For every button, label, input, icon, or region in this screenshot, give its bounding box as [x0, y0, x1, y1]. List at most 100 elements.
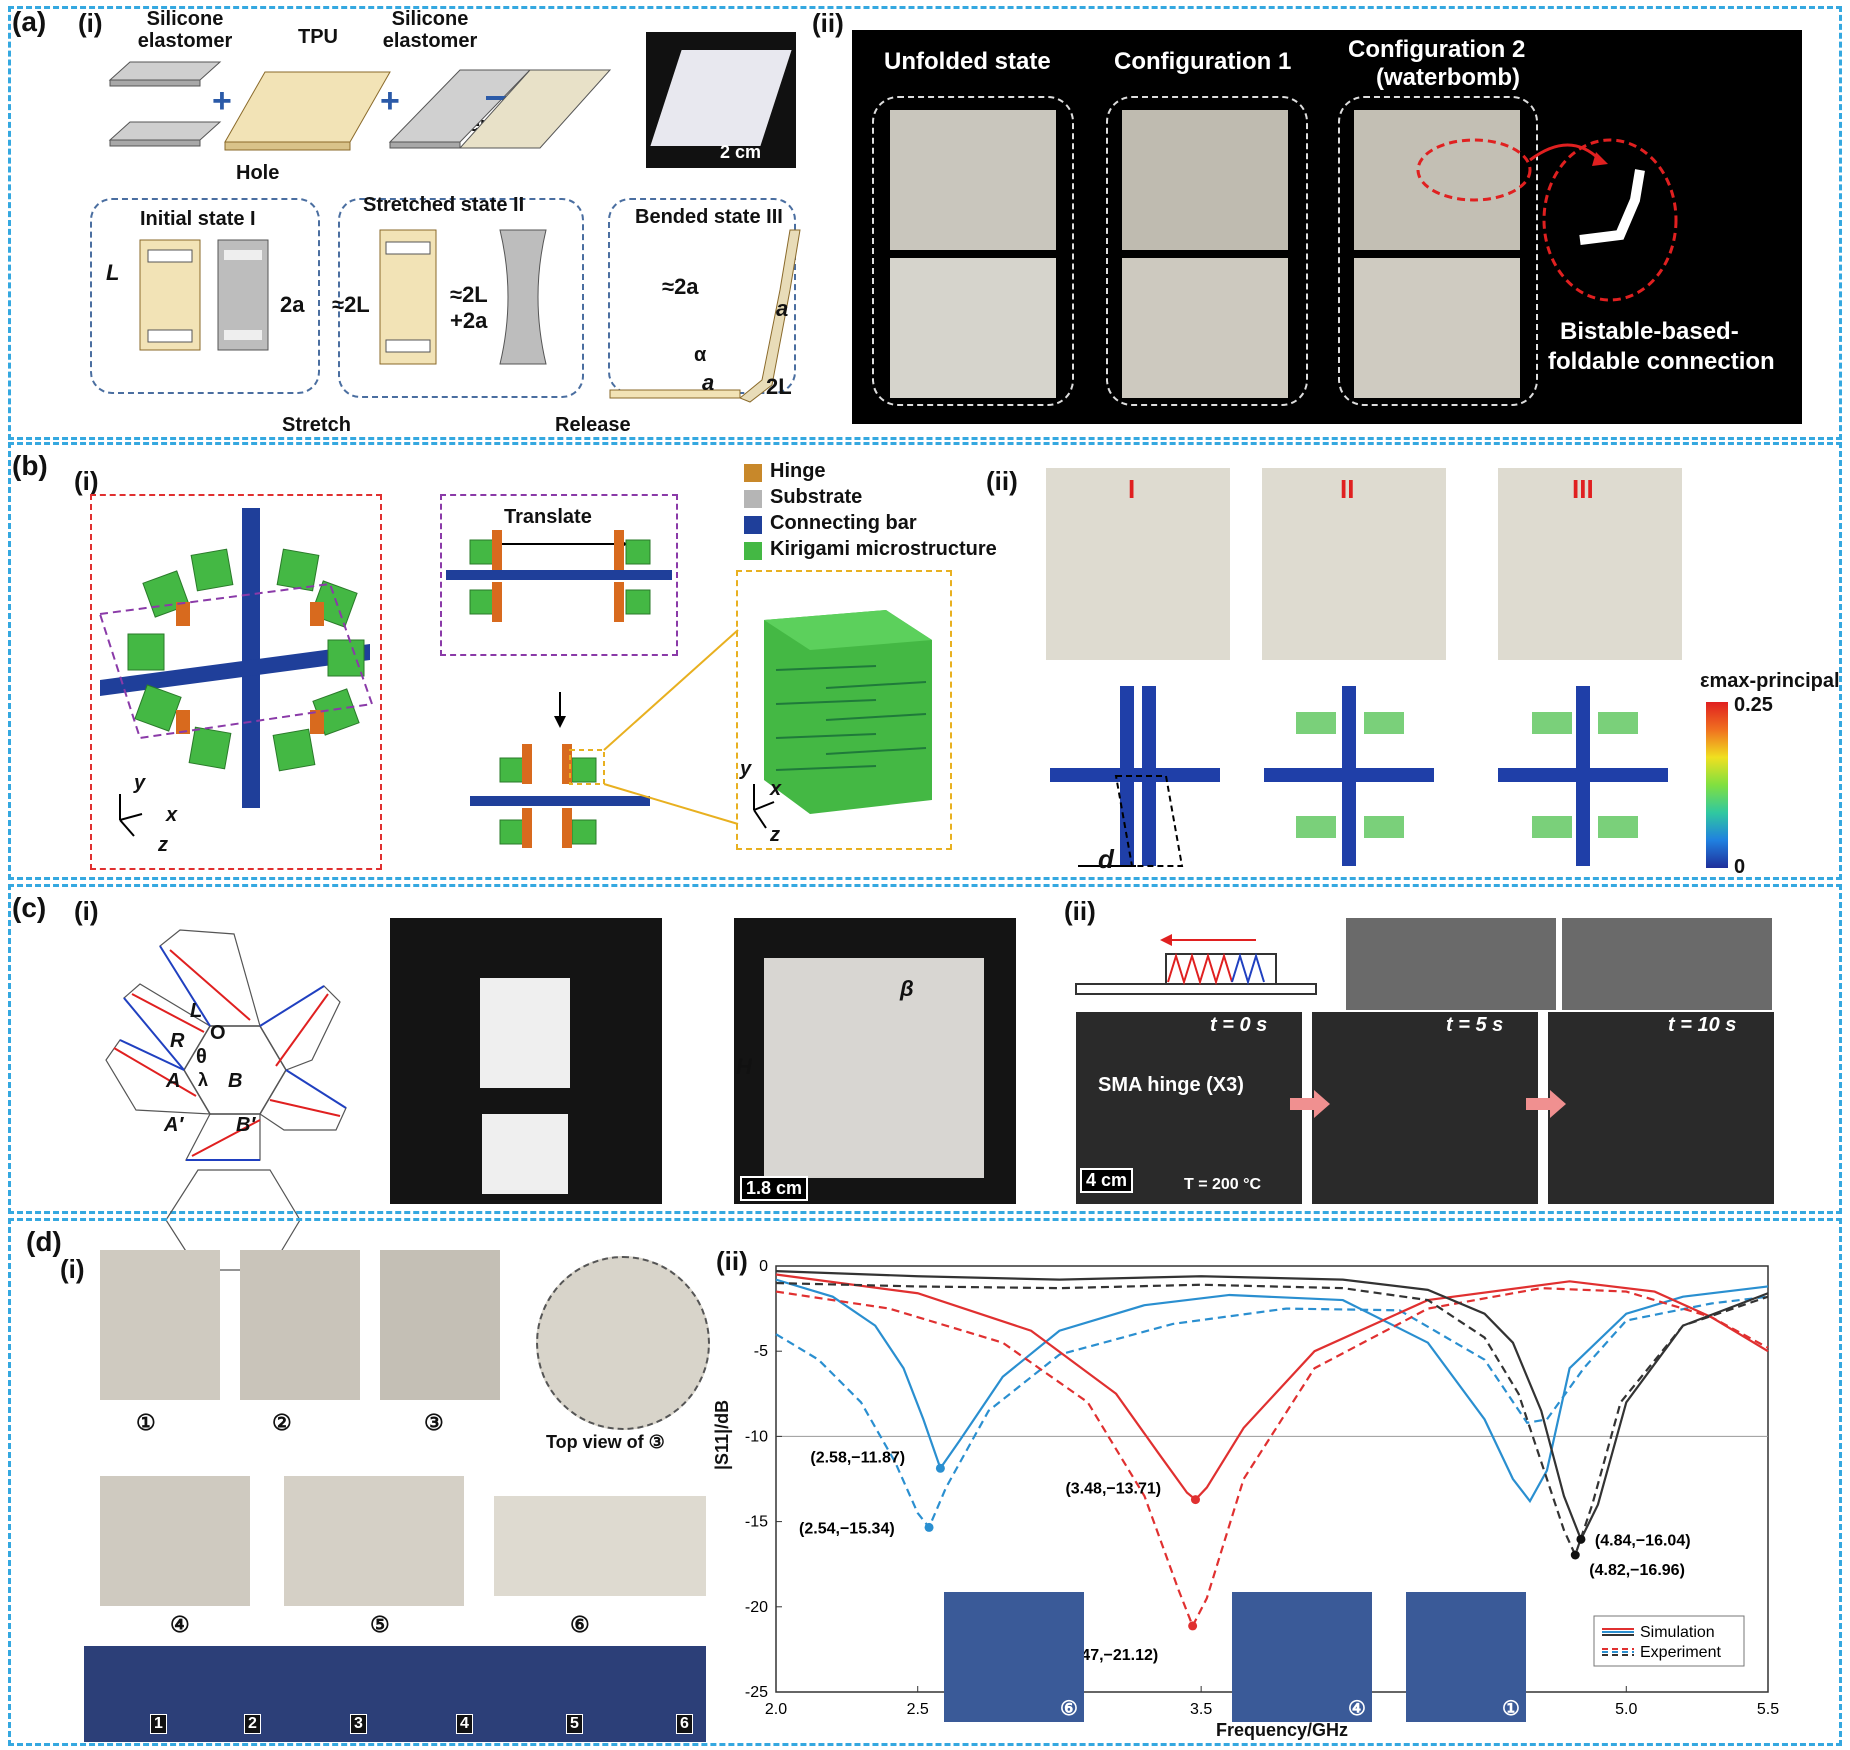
scale-1-8cm: 1.8 cm: [740, 1176, 809, 1201]
initial-state-label: Initial state I: [140, 208, 256, 230]
paper-folded-photo: 1.8 cm: [734, 918, 1016, 1204]
release-label: Release: [555, 414, 631, 436]
panel-b: [8, 442, 1842, 880]
kirigami-photo-1: [1046, 468, 1230, 660]
data-point-label: (2.58,−11.87): [810, 1449, 905, 1466]
bistable-label-1: Bistable-based-: [1560, 318, 1739, 345]
unfolded-group: [872, 96, 1074, 406]
y-tick-label: -15: [745, 1514, 768, 1531]
assembly-diagram: + +: [108, 61, 612, 151]
panel-c-label: (c): [12, 892, 47, 923]
sym-lambda: λ: [198, 1070, 209, 1090]
axis-y-label-2: y: [740, 758, 752, 780]
stretch-label: Stretch: [282, 414, 351, 436]
bistable-label-2: foldable connection: [1548, 348, 1775, 375]
panel-d-ii-label: (ii): [716, 1246, 748, 1276]
y-tick-label: -10: [745, 1428, 768, 1445]
series-line-3: [775, 1287, 1769, 1629]
state-I-label: I: [1128, 474, 1136, 504]
panel-d-label: (d): [26, 1226, 62, 1257]
svg-text:+: +: [380, 82, 400, 120]
strip-number-6: 6: [676, 1714, 693, 1734]
kirigami-block: [753, 610, 932, 829]
series-line-5: [775, 1281, 1769, 1558]
sym-a-horizontal: a: [702, 370, 715, 395]
sym-approx2L2a: ≈2L +2a: [450, 282, 488, 333]
sym-A-prime: A′: [164, 1114, 184, 1136]
data-point-label: (4.84,−16.04): [1595, 1532, 1691, 1549]
unfolded-title: Unfolded state: [884, 48, 1051, 75]
sym-a-vertical: a: [776, 296, 789, 321]
panel-a-i-label: (i): [78, 8, 103, 38]
x-tick-label: 5.0: [1615, 1701, 1637, 1718]
sym-H: H: [736, 1054, 752, 1079]
sma-frame-5s: [1312, 1012, 1538, 1204]
paper-flat-base: [482, 1114, 568, 1194]
panel-b-i-label: (i): [74, 466, 99, 496]
states-diagram: [139, 229, 801, 403]
panel-a-label: (a): [12, 6, 47, 37]
silicone-label-1: Silicone elastomer: [137, 8, 233, 52]
stretched-state-label: Stretched state II: [363, 194, 525, 216]
tpu-label: TPU: [298, 26, 338, 48]
strip-number-1: 1: [150, 1714, 167, 1734]
sample-photo: 2 cm: [646, 32, 796, 168]
config2-title-2: (waterbomb): [1376, 64, 1520, 91]
stage-marker-2: ②: [272, 1410, 292, 1435]
origami-top-view: [536, 1256, 710, 1430]
data-point-marker: [1570, 1550, 1580, 1560]
kirigami-zoom-box: [736, 570, 952, 850]
y-tick-label: 0: [759, 1258, 768, 1275]
silicone-label-2: Silicone elastomer: [382, 8, 478, 52]
inset-marker-1: ①: [1502, 1698, 1520, 1720]
strip-number-4: 4: [456, 1714, 473, 1734]
legend-label: Experiment: [1640, 1644, 1721, 1661]
time-0s: t = 0 s: [1210, 1014, 1268, 1036]
legend-swatch-kirigami: [744, 542, 762, 560]
origami-stage-3: [380, 1250, 500, 1400]
paper-flat-photo: [390, 918, 662, 1204]
panel-a: [8, 6, 1842, 440]
paper-flat-sheet: [480, 978, 570, 1088]
kirigami-photo-3: [1498, 468, 1682, 660]
sym-L: L: [106, 260, 120, 285]
axis-z-label-1: z: [158, 834, 168, 856]
sym-approx2a: ≈2a: [662, 274, 699, 299]
sym-2L-bended: 2L: [766, 374, 792, 399]
panel-c-i-label: (i): [74, 896, 99, 926]
data-point-marker: [1576, 1534, 1586, 1544]
legend-swatch-connecting-bar: [744, 516, 762, 534]
series-line-0: [775, 1278, 1769, 1504]
progress-arrows: [1290, 1090, 1566, 1118]
fem-strain-maps: [1050, 686, 1668, 867]
actuator-photo-1: [1346, 918, 1556, 1010]
legend-substrate: Substrate: [770, 486, 863, 508]
svg-text:+: +: [212, 82, 232, 120]
config2-title-1: Configuration 2: [1348, 36, 1526, 63]
x-tick-label: 2.0: [765, 1701, 787, 1718]
y-tick-label: -25: [745, 1684, 768, 1701]
unfolded-photo-bottom: [890, 258, 1056, 398]
scale-4cm: 4 cm: [1080, 1168, 1134, 1193]
strip-number-5: 5: [566, 1714, 583, 1734]
time-10s: t = 10 s: [1668, 1014, 1737, 1036]
antenna-inset-6: [944, 1592, 1084, 1722]
crease-pattern: [105, 929, 347, 1271]
panel-d-i-label: (i): [60, 1254, 85, 1284]
material-legend: Hinge Substrate Connecting bar Kirigami …: [744, 460, 1044, 564]
stage-marker-4: ④: [170, 1612, 190, 1637]
stretched-state-box: [338, 198, 584, 398]
antenna-inset-4: [1232, 1592, 1372, 1722]
origami-stage-6: [494, 1496, 706, 1596]
data-point-marker: [1190, 1495, 1200, 1505]
panel-a-ii-label: (ii): [812, 8, 844, 38]
unfolded-photo-top: [890, 110, 1056, 250]
axis-x-label-2: x: [770, 778, 782, 800]
config1-photo-top: [1122, 110, 1288, 250]
panel-c: [8, 884, 1842, 1214]
blue-origami-strip: [84, 1646, 706, 1742]
chart-legend: [1593, 1615, 1745, 1667]
panel-d: [8, 1218, 1842, 1746]
sym-O: O: [210, 1022, 226, 1044]
panel-b-label: (b): [12, 450, 48, 481]
